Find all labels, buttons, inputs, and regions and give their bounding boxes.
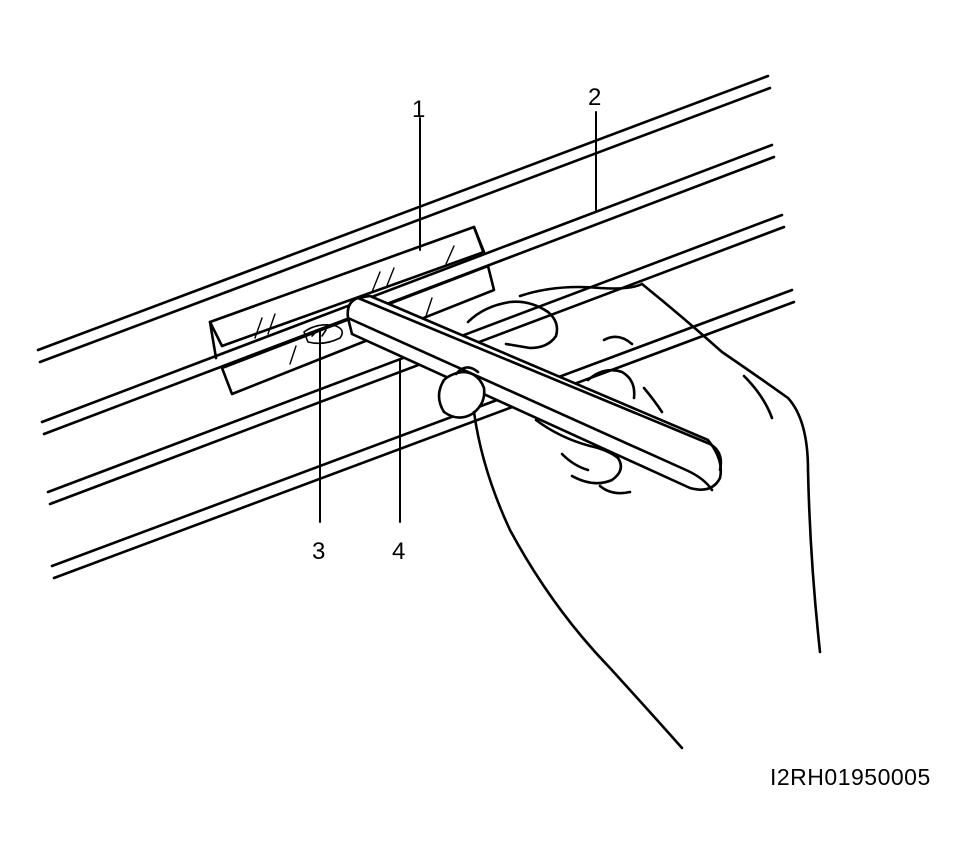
hand-outline	[437, 282, 822, 750]
callout-label-2: 2	[588, 84, 602, 111]
callout-label-4: 4	[392, 538, 406, 565]
callout-label-1: 1	[412, 96, 426, 123]
callout-label-3: 3	[312, 538, 326, 565]
figure-code: I2RH01950005	[770, 764, 931, 790]
callout-leaders	[319, 111, 597, 523]
spatula-tool	[346, 294, 723, 492]
